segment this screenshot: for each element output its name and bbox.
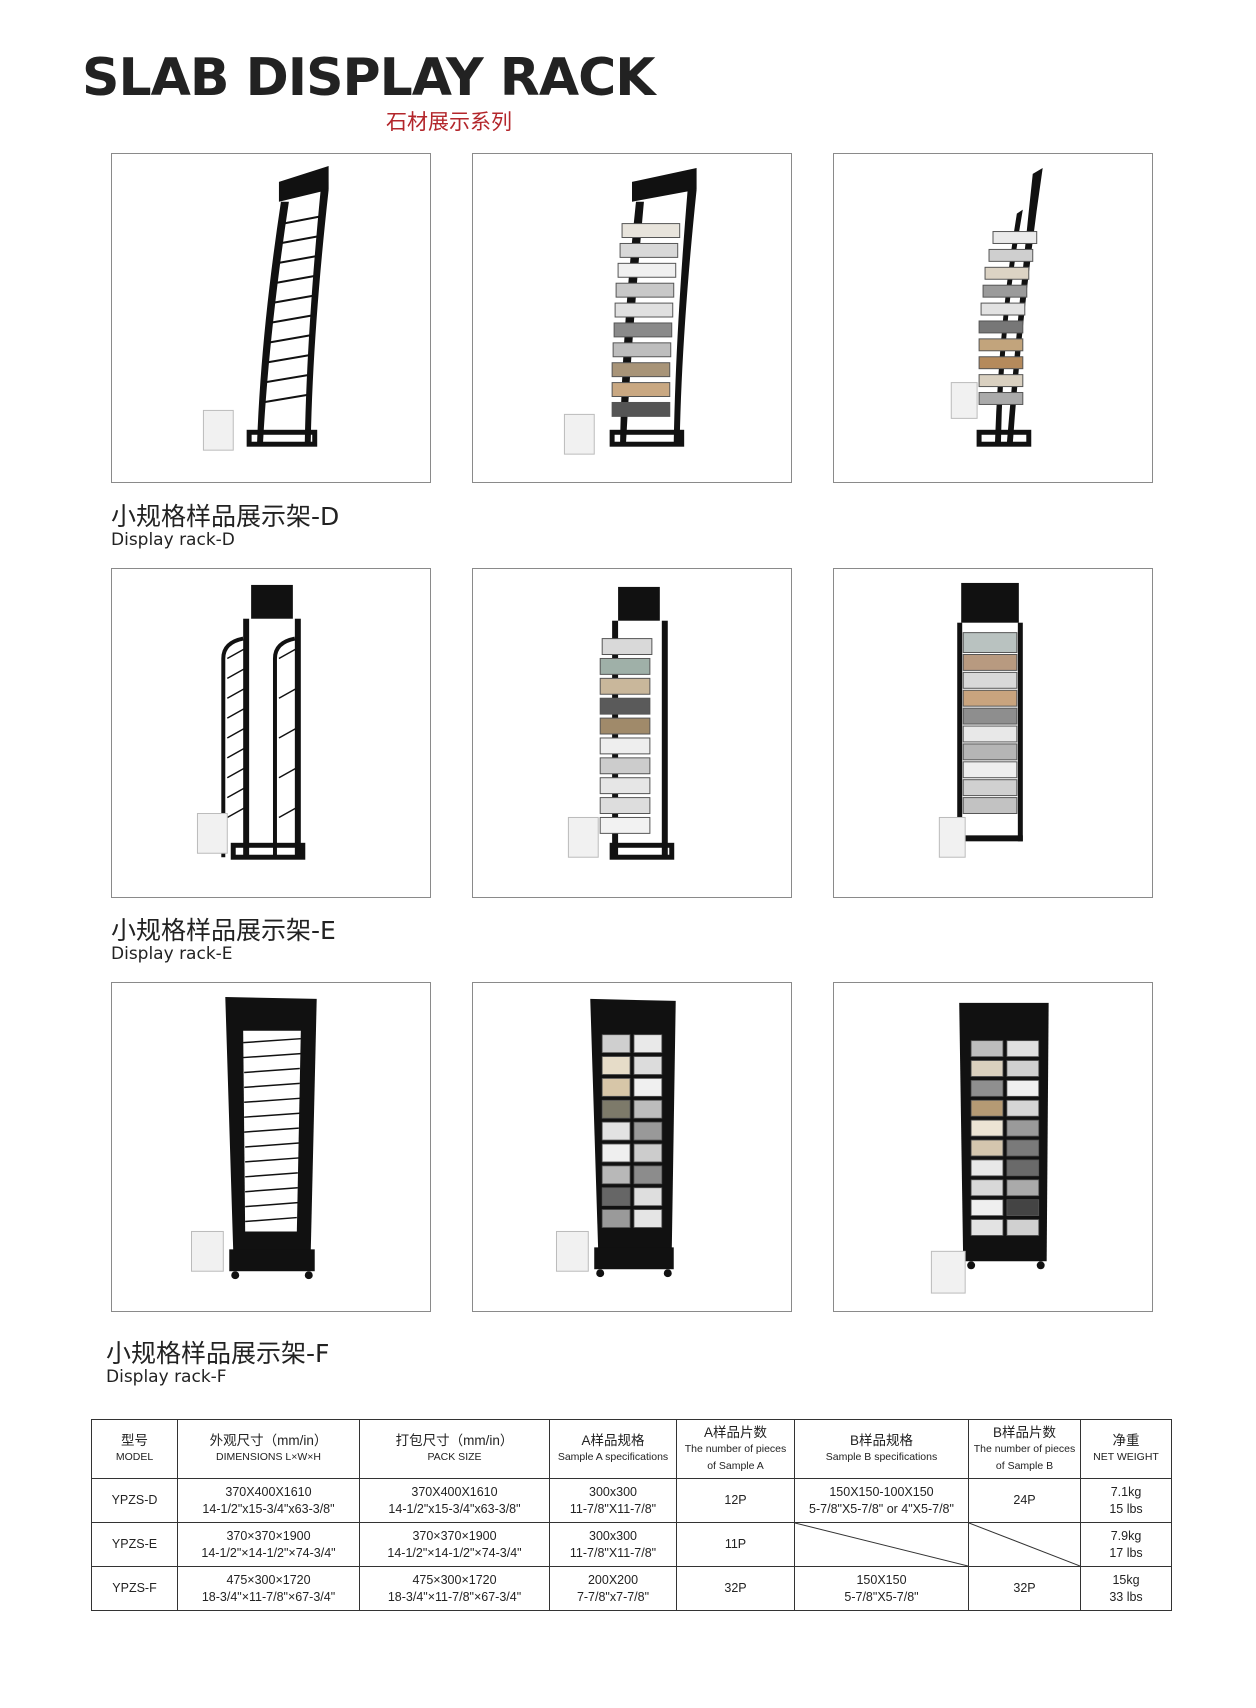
rack-photo-icon bbox=[191, 996, 317, 1280]
header-dimensions: 外观尺寸（mm/in）DIMENSIONS L×W×H bbox=[177, 1419, 360, 1479]
header-pack-size: 打包尺寸（mm/in）PACK SIZE bbox=[359, 1419, 550, 1479]
photo-rack-d-loaded bbox=[472, 153, 792, 483]
cell-model: YPZS-F bbox=[91, 1566, 178, 1611]
cell-sample-a-pieces: 11P bbox=[676, 1522, 795, 1567]
caption-cn-f: 小规格样品展示架-F bbox=[106, 1339, 330, 1368]
caption-en-d: Display rack-D bbox=[111, 530, 235, 550]
rack-photo-icon bbox=[950, 167, 1043, 447]
cell-sample-a-pieces: 12P bbox=[676, 1478, 795, 1523]
caption-en-f: Display rack-F bbox=[106, 1367, 227, 1387]
caption-cn-e: 小规格样品展示架-E bbox=[111, 916, 336, 945]
page-title: SLAB DISPLAY RACK bbox=[82, 48, 656, 108]
photo-rack-f-empty bbox=[111, 982, 431, 1312]
photo-rack-e-empty bbox=[111, 568, 431, 898]
cell-sample-b-pieces: 32P bbox=[968, 1566, 1081, 1611]
cell-sample-b-spec-empty bbox=[794, 1522, 969, 1567]
rack-photo-icon bbox=[196, 584, 306, 860]
rack-photo-icon bbox=[930, 1002, 1049, 1294]
photo-rack-e-front bbox=[833, 568, 1153, 898]
cell-model: YPZS-D bbox=[91, 1478, 178, 1523]
cell-model: YPZS-E bbox=[91, 1522, 178, 1567]
photo-rack-d-side bbox=[833, 153, 1153, 483]
rack-photo-icon bbox=[938, 582, 1023, 858]
rack-photo-icon bbox=[202, 165, 329, 451]
rack-photo-icon bbox=[567, 586, 675, 860]
caption-en-e: Display rack-E bbox=[111, 944, 233, 964]
cell-sample-b-pieces-empty bbox=[968, 1522, 1081, 1567]
photo-rack-e-loaded bbox=[472, 568, 792, 898]
cell-sample-b-pieces: 24P bbox=[968, 1478, 1081, 1523]
rack-photo-icon bbox=[555, 998, 676, 1278]
diagonal-slash-icon bbox=[969, 1523, 1080, 1566]
photo-rack-d-empty bbox=[111, 153, 431, 483]
photo-rack-f-loaded bbox=[472, 982, 792, 1312]
page-subtitle: 石材展示系列 bbox=[386, 110, 512, 134]
diagonal-slash-icon bbox=[795, 1523, 968, 1566]
rack-photo-icon bbox=[563, 167, 697, 455]
caption-cn-d: 小规格样品展示架-D bbox=[111, 502, 340, 531]
cell-sample-a-pieces: 32P bbox=[676, 1566, 795, 1611]
photo-rack-f-front bbox=[833, 982, 1153, 1312]
